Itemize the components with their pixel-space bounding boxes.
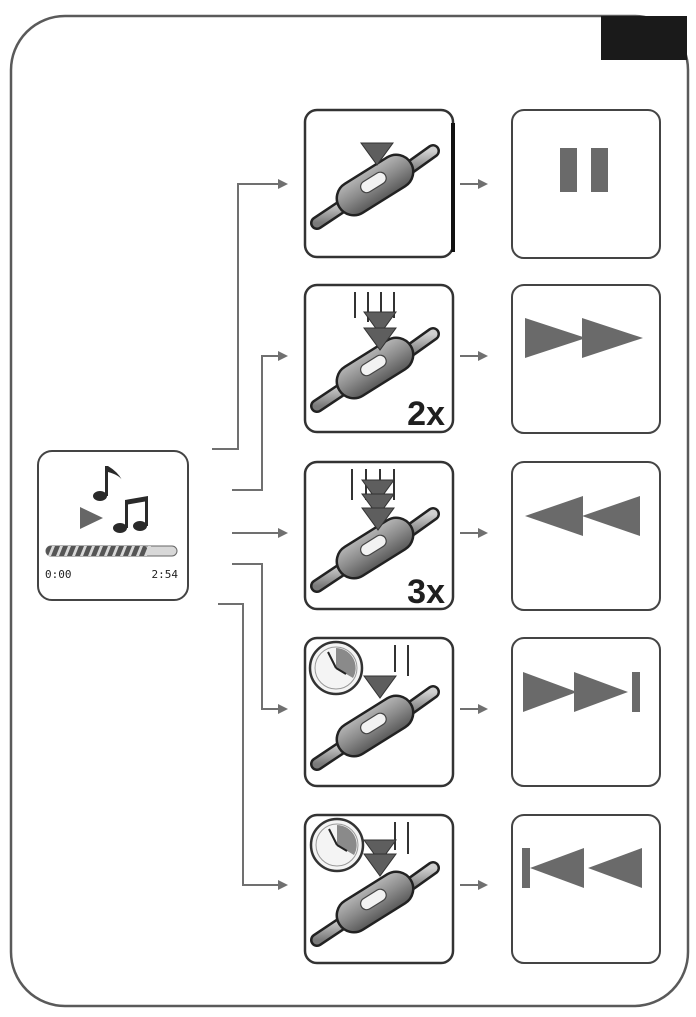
- action-rows: 2x 3x: [303, 108, 661, 965]
- progress-stripe: [120, 546, 127, 556]
- row-next: [303, 636, 661, 788]
- time-start: 0:00: [45, 568, 72, 581]
- progress-stripe: [144, 546, 151, 556]
- connector-lines: [212, 179, 288, 890]
- tap-lines-icon: [394, 822, 409, 854]
- connector-forward: [232, 351, 288, 491]
- progress-stripe: [48, 546, 55, 556]
- music-player-card: 0:00 2:54: [37, 450, 189, 601]
- progress-stripe: [128, 546, 135, 556]
- progress-stripe: [56, 546, 63, 556]
- press-count: 3x: [407, 573, 445, 611]
- progress-stripe: [80, 546, 87, 556]
- corner-tab: [601, 16, 687, 60]
- connector-pause: [212, 179, 288, 450]
- skip-next-icon: [523, 672, 640, 712]
- progress-stripe: [136, 546, 143, 556]
- connector-previous: [218, 603, 288, 890]
- progress-stripe: [96, 546, 103, 556]
- play-icon: [80, 507, 103, 529]
- progress-stripe: [88, 546, 95, 556]
- rewind-icon: [525, 496, 640, 536]
- progress-stripe: [64, 546, 71, 556]
- progress-stripe: [112, 546, 119, 556]
- tap-lines-icon: [394, 645, 409, 676]
- row-rewind: 3x: [303, 460, 661, 611]
- clock-icon: [309, 817, 365, 873]
- action-card: [511, 461, 661, 611]
- row-pause: [303, 108, 661, 259]
- action-card: [511, 109, 661, 259]
- press-count: 2x: [407, 395, 445, 433]
- progress-stripe: [72, 546, 79, 556]
- clock-icon: [308, 640, 364, 696]
- pause-icon: [560, 148, 608, 192]
- action-card: [511, 284, 661, 434]
- skip-previous-icon: [522, 848, 642, 888]
- fast-forward-icon: [525, 318, 643, 358]
- progress-bar: [45, 545, 178, 557]
- action-card: [511, 814, 661, 964]
- row-forward: 2x: [303, 283, 661, 434]
- progress-stripe: [104, 546, 111, 556]
- music-notes-icon: [93, 466, 148, 533]
- connector-next: [232, 563, 288, 714]
- row-previous: [303, 813, 661, 965]
- action-card: [511, 637, 661, 787]
- time-end: 2:54: [152, 568, 179, 581]
